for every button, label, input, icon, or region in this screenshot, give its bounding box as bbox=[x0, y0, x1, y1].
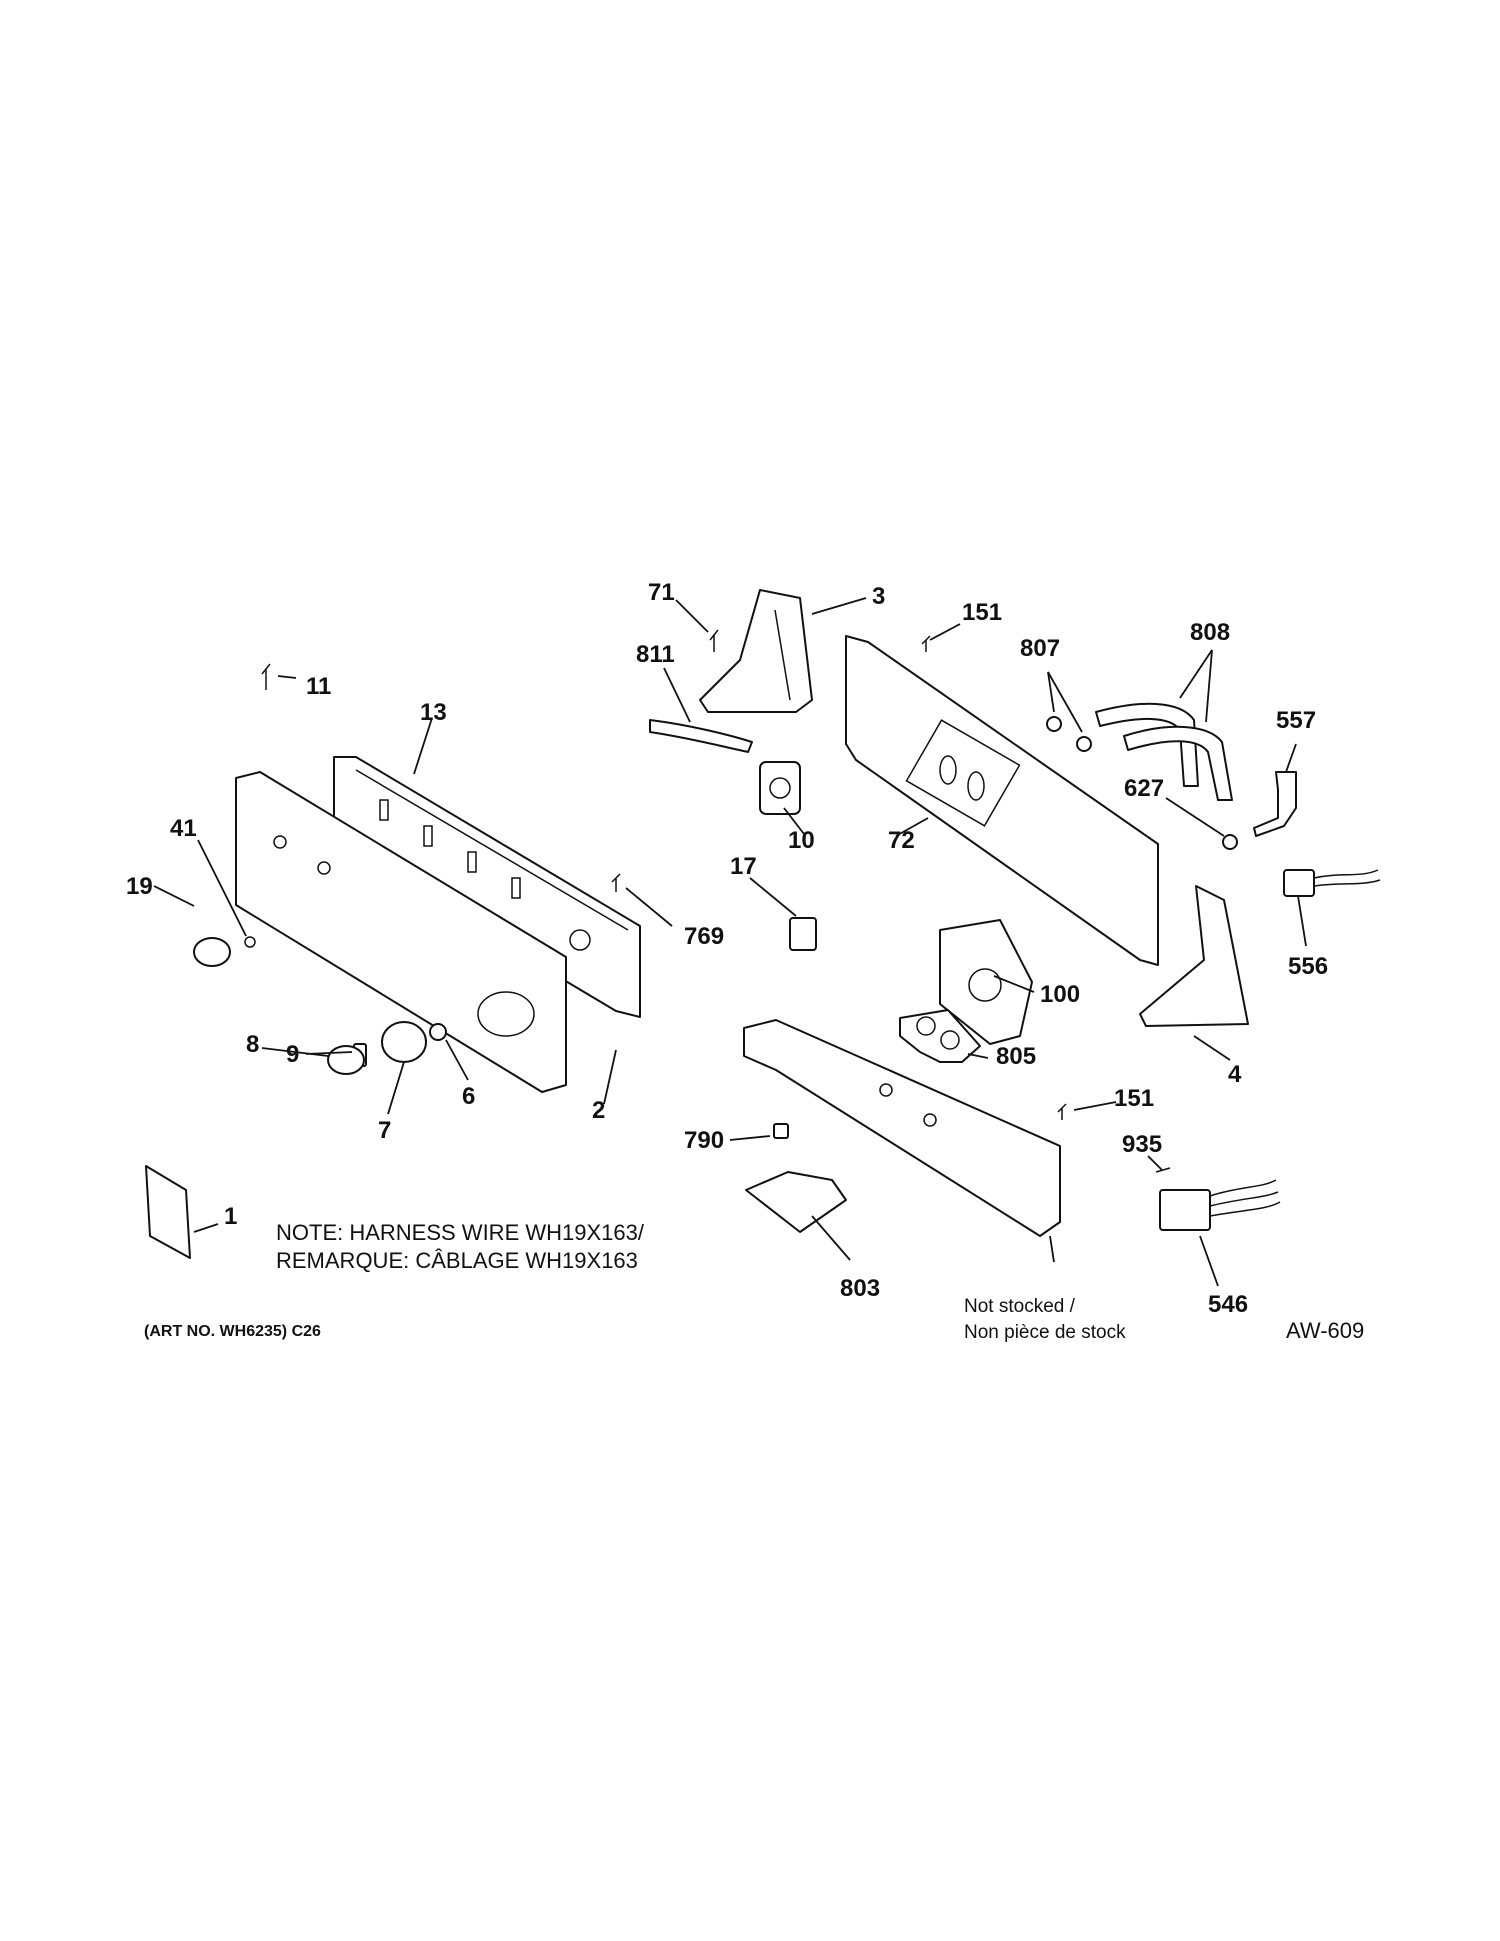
water-valve-805 bbox=[899, 1009, 981, 1063]
callout-7: 7 bbox=[378, 1117, 391, 1144]
screw-151b bbox=[1057, 1103, 1067, 1120]
screw-11 bbox=[261, 663, 271, 690]
callout-3: 3 bbox=[872, 583, 885, 610]
callout-6: 6 bbox=[462, 1083, 475, 1110]
harness-note-line1: NOTE: HARNESS WIRE WH19X163/ bbox=[276, 1220, 645, 1245]
lid-switch-556 bbox=[1283, 869, 1381, 897]
not-stocked-line2: Non pièce de stock bbox=[964, 1322, 1126, 1343]
nut-6 bbox=[429, 1023, 447, 1041]
screw-151a bbox=[921, 635, 931, 652]
harness-connector-546 bbox=[1155, 1167, 1281, 1231]
callout-151-top: 151 bbox=[962, 599, 1002, 626]
callout-1: 1 bbox=[224, 1203, 237, 1230]
bracket-3 bbox=[699, 589, 813, 713]
rear-control-panel-72 bbox=[845, 635, 1159, 966]
callout-4: 4 bbox=[1228, 1061, 1242, 1088]
end-cap-4 bbox=[1139, 885, 1249, 1027]
clip-557 bbox=[1253, 771, 1297, 837]
callout-19: 19 bbox=[126, 873, 153, 900]
pressure-switch-10 bbox=[759, 761, 801, 815]
callout-790: 790 bbox=[684, 1127, 724, 1154]
callout-807: 807 bbox=[1020, 635, 1060, 662]
clip-790 bbox=[773, 1123, 789, 1139]
callout-11: 11 bbox=[306, 673, 331, 700]
callout-627: 627 bbox=[1124, 775, 1164, 802]
callout-557: 557 bbox=[1276, 707, 1316, 734]
knob-19 bbox=[193, 936, 256, 967]
callout-803: 803 bbox=[840, 1275, 880, 1302]
timer-100 bbox=[939, 919, 1033, 1045]
washer-807a bbox=[1046, 716, 1062, 732]
callout-546: 546 bbox=[1208, 1291, 1248, 1318]
diagram-code: AW-609 bbox=[1286, 1318, 1364, 1343]
callout-9: 9 bbox=[286, 1041, 299, 1068]
callout-41: 41 bbox=[170, 815, 197, 842]
screw-769 bbox=[611, 873, 621, 892]
base-rail-not-stocked bbox=[743, 1019, 1061, 1237]
art-number: (ART NO. WH6235) C26 bbox=[144, 1323, 321, 1340]
callout-805: 805 bbox=[996, 1043, 1036, 1070]
leader-lines bbox=[153, 597, 1307, 1287]
callout-13: 13 bbox=[420, 699, 447, 726]
callout-151-bottom: 151 bbox=[1114, 1085, 1154, 1112]
fill-hoses-808 bbox=[1095, 702, 1233, 801]
dial-7 bbox=[381, 1021, 427, 1063]
callout-10: 10 bbox=[788, 827, 815, 854]
harness-note-line2: REMARQUE: CÂBLAGE WH19X163 bbox=[276, 1248, 638, 1273]
callout-100: 100 bbox=[1040, 981, 1080, 1008]
switch-17 bbox=[789, 917, 817, 951]
screw-71 bbox=[709, 629, 719, 652]
callout-556: 556 bbox=[1288, 953, 1328, 980]
callout-17: 17 bbox=[730, 853, 757, 880]
not-stocked-line1: Not stocked / bbox=[964, 1296, 1076, 1317]
nut-627 bbox=[1222, 834, 1238, 850]
callout-769: 769 bbox=[684, 923, 724, 950]
callout-935: 935 bbox=[1122, 1131, 1162, 1158]
callout-71: 71 bbox=[648, 579, 675, 606]
cover-803 bbox=[745, 1171, 847, 1233]
washer-807b bbox=[1076, 736, 1092, 752]
backsplash-panel-2 bbox=[235, 771, 567, 1093]
callout-8: 8 bbox=[246, 1031, 259, 1058]
callout-72: 72 bbox=[888, 827, 915, 854]
callout-811: 811 bbox=[636, 641, 675, 668]
callout-2: 2 bbox=[592, 1097, 605, 1124]
knob-8 bbox=[327, 1045, 365, 1075]
wire-strap-811 bbox=[649, 719, 753, 753]
literature-pack-1 bbox=[145, 1165, 191, 1259]
callout-808: 808 bbox=[1190, 619, 1230, 646]
